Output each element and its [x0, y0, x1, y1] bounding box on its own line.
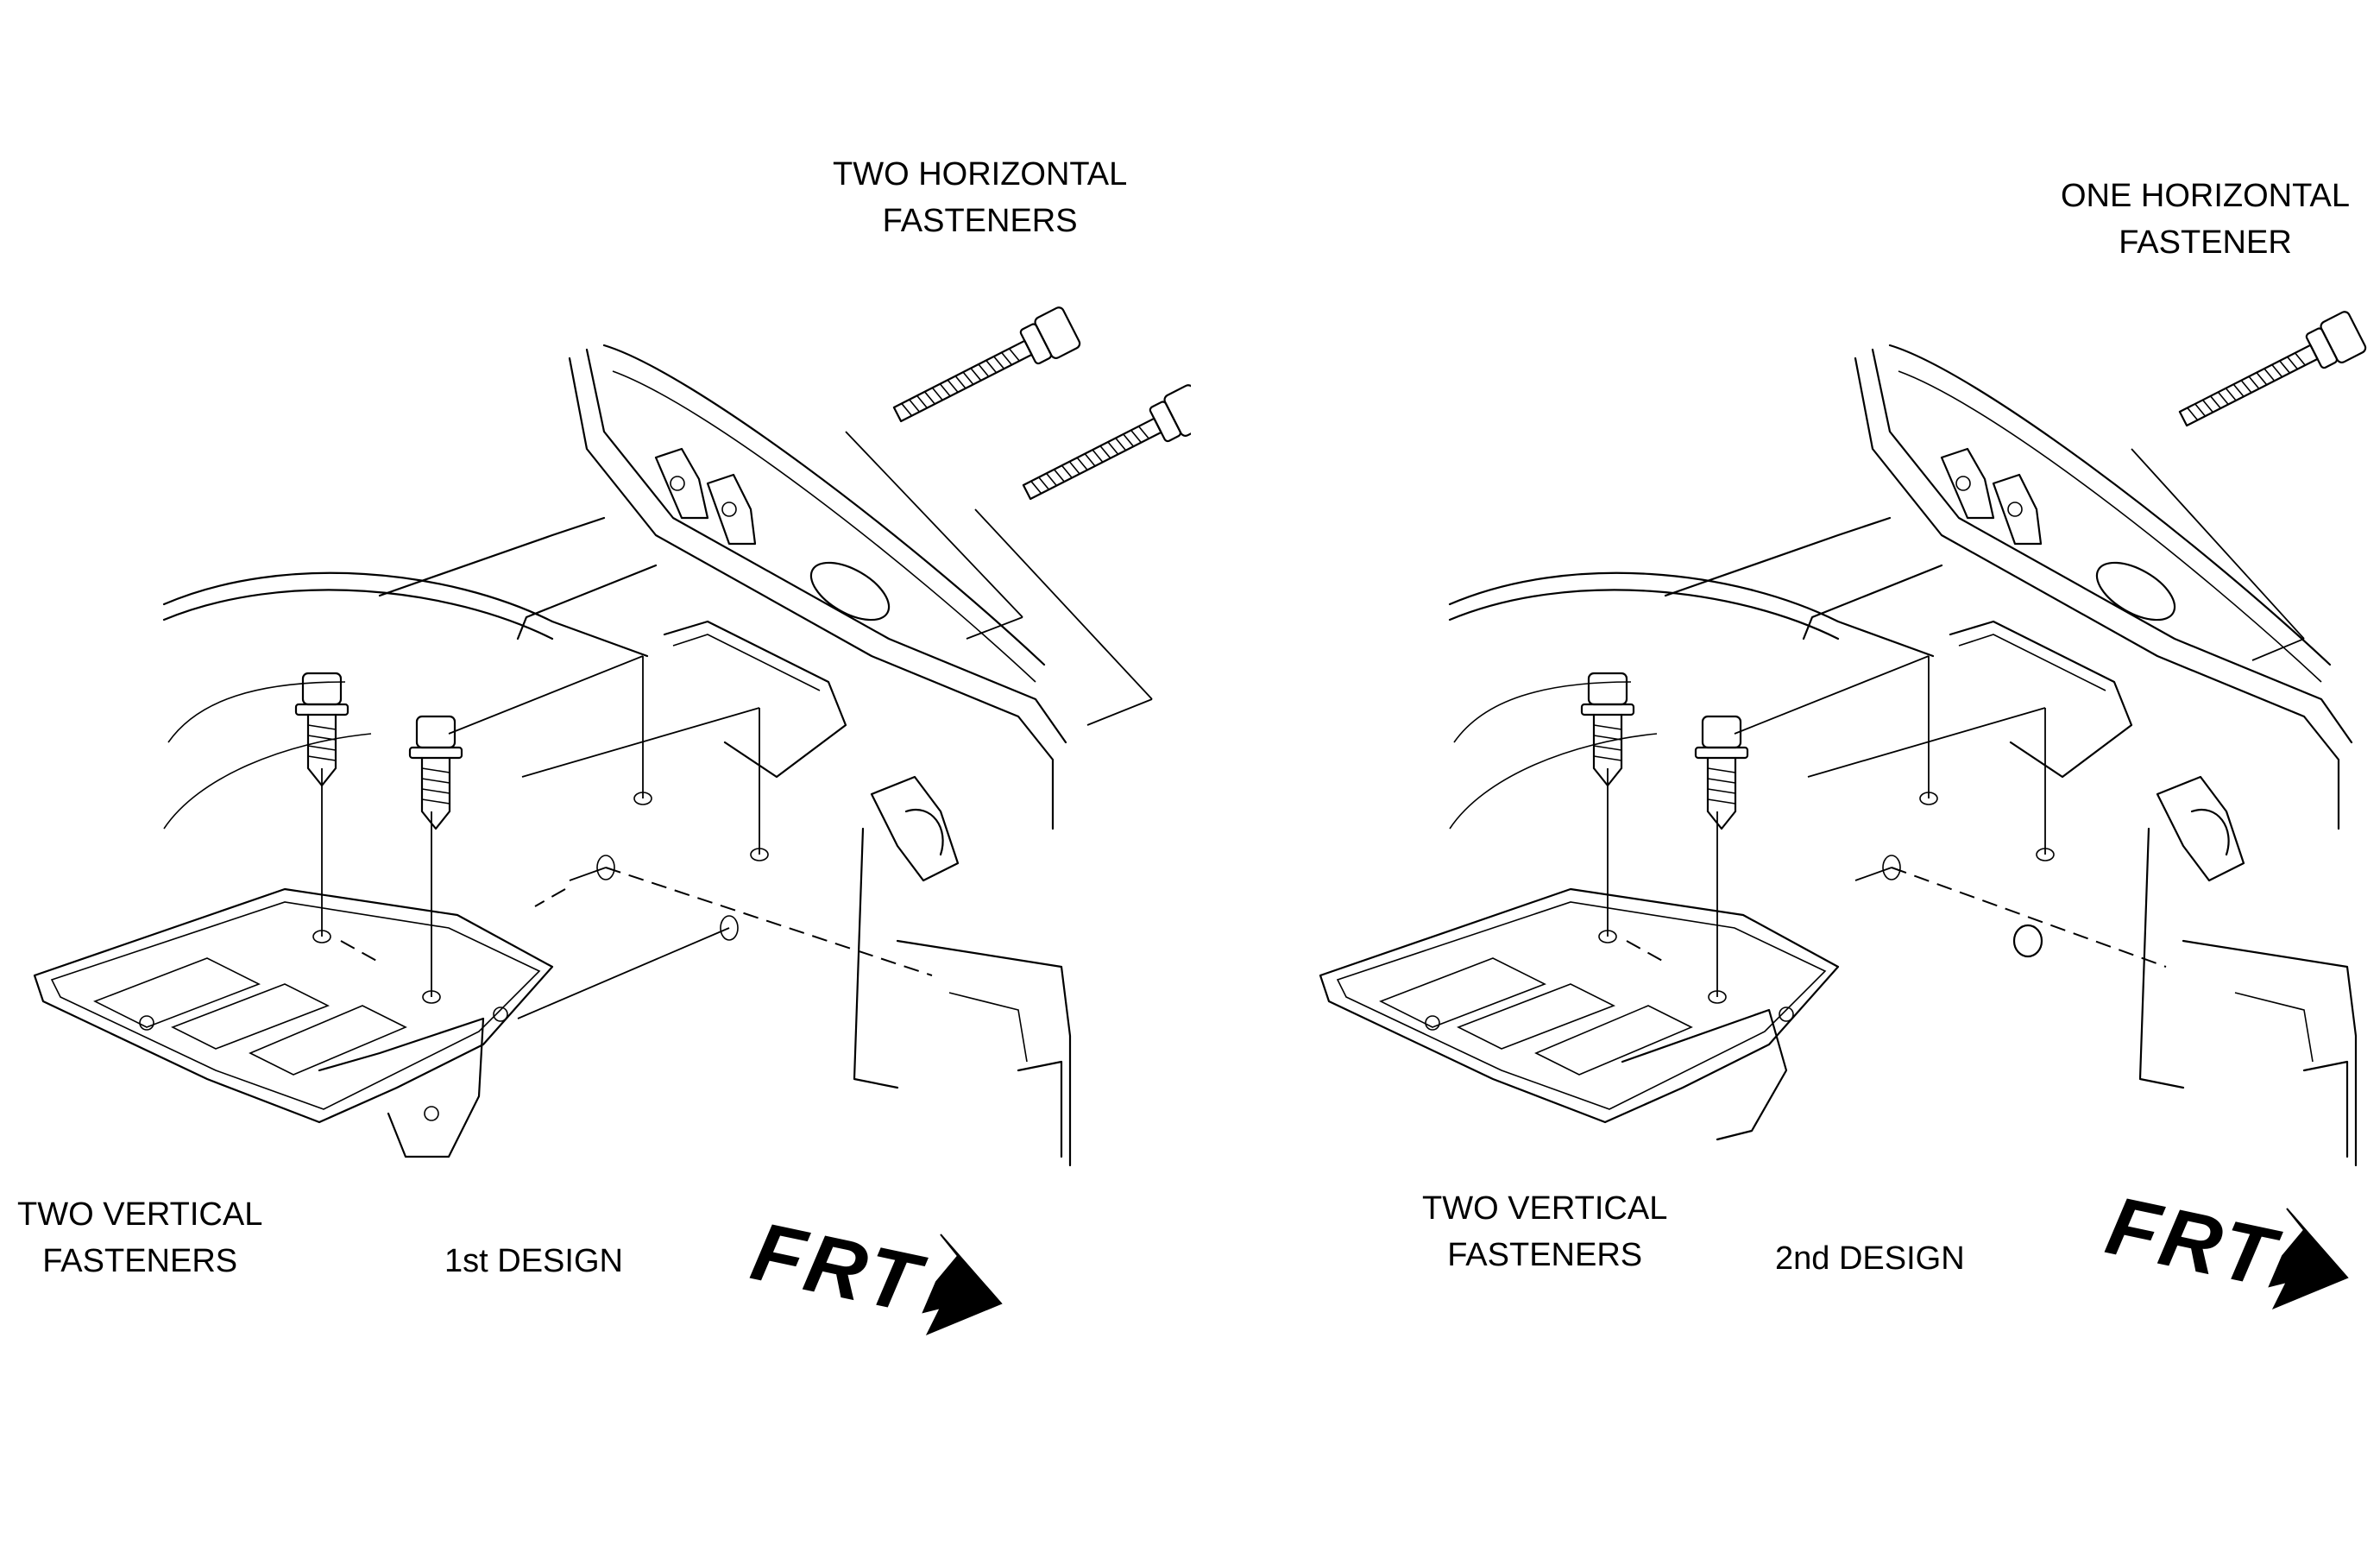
tray-bracket: [318, 1017, 485, 1158]
panel-1-top-label: TWO HORIZONTAL FASTENERS: [833, 156, 1128, 239]
panel-2-top-label: ONE HORIZONTAL FASTENER: [2061, 178, 2350, 261]
panel-1-drawing: [33, 306, 1191, 1335]
panel-2-design-label: 2nd DESIGN: [1775, 1240, 1965, 1277]
panel-2-bottom-label: TWO VERTICAL FASTENERS: [1422, 1190, 1668, 1273]
gusset-1: [654, 447, 709, 520]
panel-2-drawing: [1319, 311, 2367, 1309]
vertical-bolt-1: [294, 672, 349, 787]
wheelhouse-curve: [162, 571, 649, 658]
panel-1-design-label: 1st DESIGN: [444, 1243, 623, 1279]
vertical-bolt-2: [408, 715, 463, 830]
gusset-2: [706, 473, 757, 546]
mounting-recess: [663, 620, 847, 779]
frt-arrow-2: [2268, 1208, 2349, 1309]
panel-oval-hole: [809, 561, 891, 622]
panel-round-hole: [2012, 924, 2043, 958]
horizontal-bolt-single: [2178, 311, 2367, 427]
horizontal-bolt-1: [892, 306, 1081, 423]
horizontal-bolt-2: [1022, 384, 1191, 501]
battery-tray: [33, 887, 554, 1124]
frt-arrow-1: [922, 1234, 1003, 1335]
upper-body-edge: [378, 516, 606, 597]
panel-1-bottom-label: TWO VERTICAL FASTENERS: [17, 1196, 263, 1279]
right-support: [870, 775, 960, 882]
